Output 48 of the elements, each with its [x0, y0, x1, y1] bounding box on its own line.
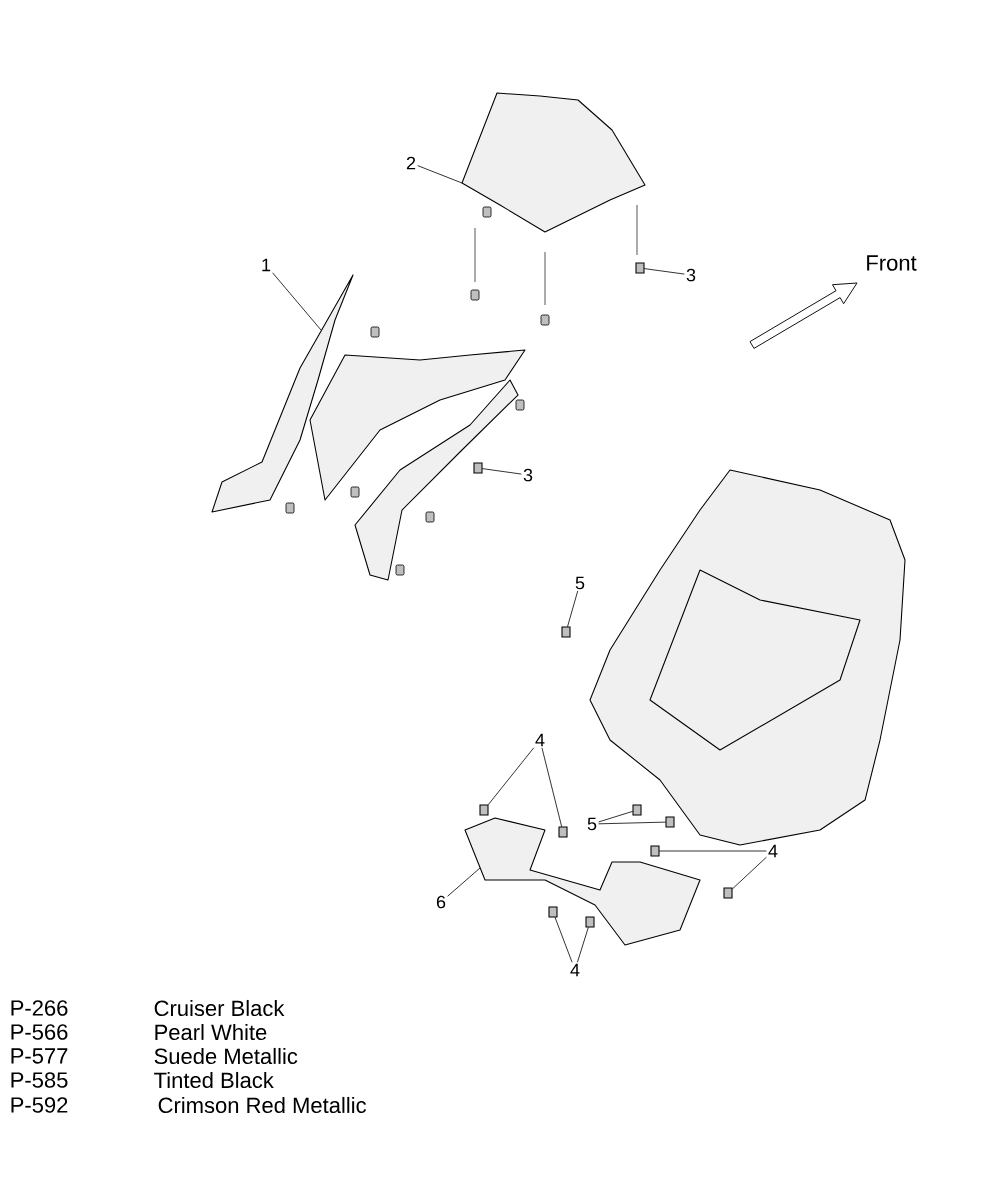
leader-line	[554, 916, 573, 963]
callout-number: 6	[436, 895, 446, 909]
leader-line	[447, 867, 481, 897]
paint-code: P-592	[11, 1097, 68, 1113]
paint-color-name: Cruiser Black	[154, 999, 285, 1017]
paint-color-name: Suede Metallic	[154, 1047, 298, 1065]
leader-line	[481, 468, 522, 475]
leader-line	[577, 926, 589, 963]
callout-number: 2	[406, 156, 416, 170]
lower-panel-drawing	[464, 817, 701, 946]
leader-line	[272, 272, 322, 331]
paint-color-name: Tinted Black	[154, 1071, 274, 1089]
fastener-drawing	[585, 916, 595, 928]
callout-number: 5	[575, 576, 585, 590]
leader-line	[598, 821, 667, 825]
paint-color-name: Pearl White	[155, 1023, 267, 1041]
callout-number: 4	[535, 733, 545, 747]
frame-drawing	[589, 469, 906, 846]
leader-line	[658, 850, 767, 852]
leader-line	[731, 856, 767, 890]
callout-number: 3	[523, 468, 533, 482]
direction-label: Front	[867, 255, 917, 271]
fastener-drawing	[632, 804, 642, 816]
paint-code: P-585	[11, 1072, 68, 1088]
callout-number: 4	[570, 963, 580, 977]
paint-code: P-266	[11, 1000, 68, 1016]
paint-color-name: Crimson Red Metallic	[158, 1096, 366, 1114]
leader-line	[487, 747, 535, 806]
paint-code: P-577	[11, 1048, 68, 1064]
windshield-drawing	[461, 92, 646, 233]
callout-number: 4	[768, 844, 778, 858]
callout-number: 1	[262, 258, 271, 272]
fastener-drawing	[723, 887, 733, 899]
fastener-drawing	[561, 626, 571, 638]
fastener-drawing	[558, 826, 568, 838]
fastener-drawing	[548, 906, 558, 918]
fastener-drawing	[650, 845, 660, 857]
fastener-drawing	[479, 804, 489, 816]
leader-line	[598, 810, 634, 823]
leader-line	[567, 590, 579, 628]
leader-line	[541, 747, 563, 828]
callout-number: 3	[686, 268, 696, 282]
fastener-drawing	[635, 262, 645, 274]
leader-line	[417, 165, 463, 184]
fastener-drawing	[665, 816, 675, 828]
leader-line	[643, 268, 685, 275]
callout-number: 5	[587, 817, 597, 831]
paint-code: P-566	[11, 1024, 68, 1040]
